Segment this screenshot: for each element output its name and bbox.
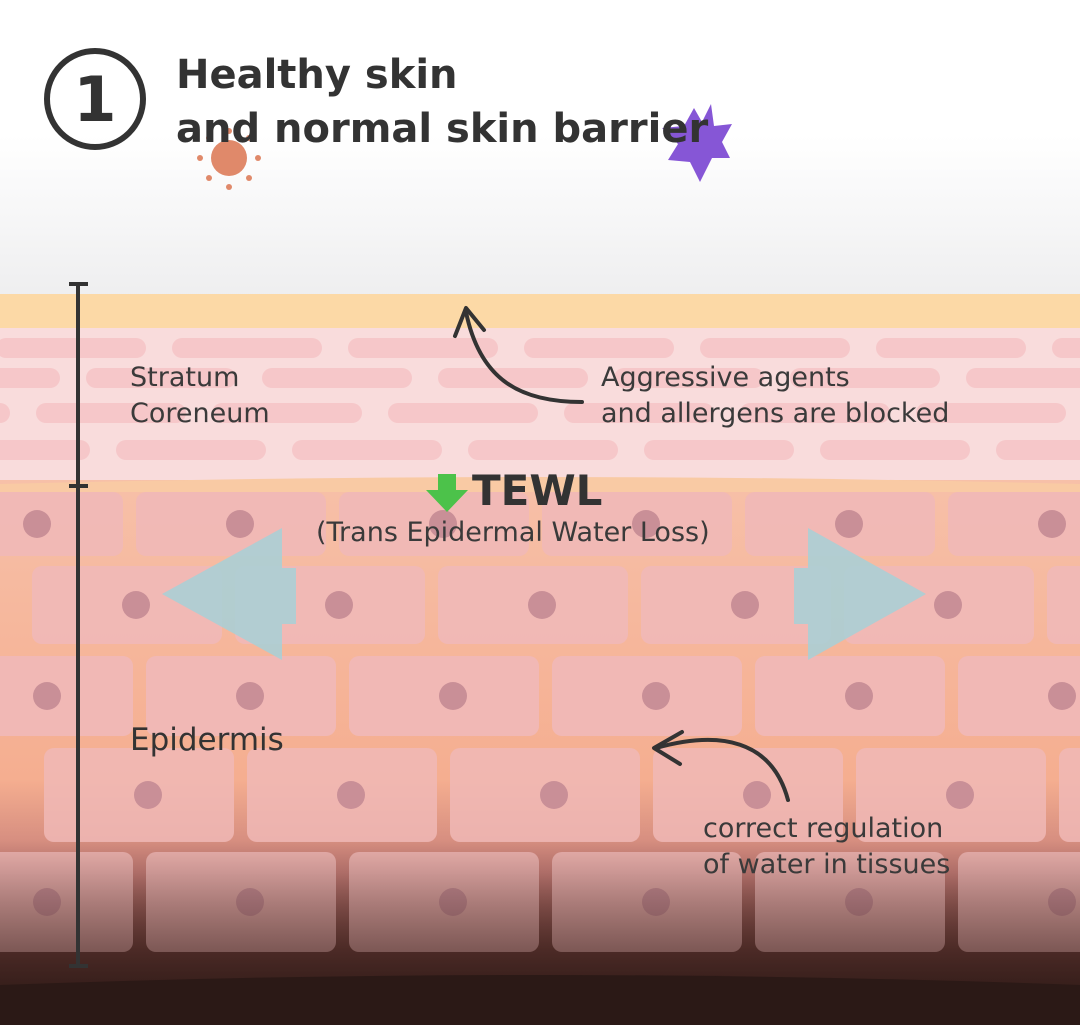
cell-nucleus [1048,682,1076,710]
stratum-cell [0,338,146,358]
stratum-cell [438,368,588,388]
regulation-label-line-1: correct regulation [703,813,944,844]
stratum-cell [468,440,618,460]
stratum-cell [212,403,362,423]
cell-nucleus [226,510,254,538]
cell-nucleus [845,682,873,710]
tewl-label: TEWL [472,466,603,515]
stratum-cell [614,368,764,388]
cell-nucleus [337,781,365,809]
cell-nucleus [835,510,863,538]
cell-nucleus [429,510,457,538]
star-burst-icon [662,104,732,182]
air-background [0,0,1080,300]
cell-nucleus [946,781,974,809]
blocked-label-line-2: and allergens are blocked [601,398,950,429]
stratum-cells [0,338,1080,460]
stratum-cell [0,403,10,423]
stratum-cell [172,338,322,358]
epidermis-cell [1059,748,1080,842]
cell-nucleus [642,682,670,710]
stratum-cell [820,440,970,460]
epidermis-cell [1047,566,1080,644]
arrow-left-icon [162,528,296,660]
cell-nucleus [743,781,771,809]
stratum-cell [0,368,60,388]
stratum-label-line-1: Stratum [130,362,240,393]
blocked-arrow-icon [453,306,584,404]
regulation-label-line-2: of water in tissues [703,849,951,880]
stratum-cell [740,403,890,423]
epidermis-cell [0,656,133,736]
stratum-cell [564,403,714,423]
cell-nucleus [731,591,759,619]
stratum-cell [292,440,442,460]
cell-nucleus [934,591,962,619]
stratum-cell [966,368,1080,388]
arrow-down-icon [426,474,468,512]
epidermis-cell [948,492,1080,556]
stratum-top-layer [0,294,1080,330]
arrow-right-icon [794,528,926,660]
stratum-cell [86,368,236,388]
stratum-cell [876,338,1026,358]
cell-nucleus [23,510,51,538]
epidermis-cell [958,656,1080,736]
stratum-cell [700,338,850,358]
cell-nucleus [33,682,61,710]
tewl-full-label: (Trans Epidermal Water Loss) [316,517,710,548]
title-line-1: Healthy skin [176,52,458,98]
blocked-label-line-1: Aggressive agents [601,362,850,393]
step-number-badge: 1 [44,48,146,150]
sun-particle-icon [197,128,261,190]
title-line-2: and normal skin barrier [176,106,709,152]
cell-nucleus [540,781,568,809]
cell-nucleus [325,591,353,619]
layer-boundary [0,477,1080,492]
stratum-cell [388,403,538,423]
stratum-cell [0,440,90,460]
cell-nucleus [439,682,467,710]
cell-nucleus [528,591,556,619]
stratum-cell [116,440,266,460]
stratum-cell [996,440,1080,460]
stratum-cell [916,403,1066,423]
dermis-edge [0,975,1080,1025]
epidermis-cell [0,492,123,556]
stratum-cell [524,338,674,358]
cell-nucleus [1038,510,1066,538]
cell-nucleus [134,781,162,809]
regulation-arrow-icon [652,730,790,802]
stratum-label-line-2: Coreneum [130,398,270,429]
stratum-cell [790,368,940,388]
stratum-cell [644,440,794,460]
stratum-cell [348,338,498,358]
stratum-cell [1052,338,1080,358]
layer-scale-bar [69,282,88,968]
stratum-cell [36,403,186,423]
cell-nucleus [632,510,660,538]
cell-nucleus [122,591,150,619]
cell-nucleus [236,682,264,710]
stratum-cell [262,368,412,388]
epidermis-label: Epidermis [130,722,284,758]
